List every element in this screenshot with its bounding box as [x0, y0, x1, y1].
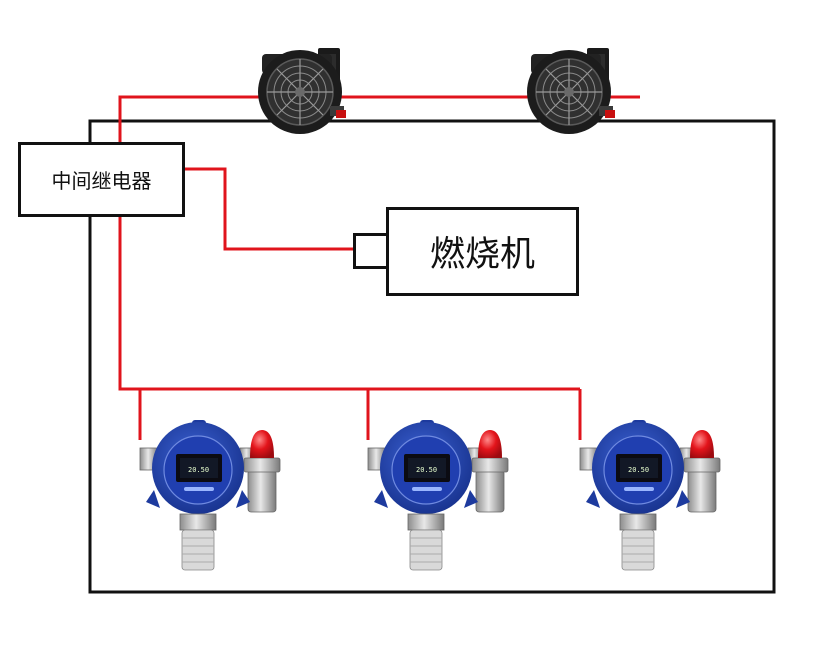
relay-box: 中间继电器 — [18, 142, 185, 217]
detector-1-reading: 20.50 — [188, 466, 209, 474]
gas-detector-icon — [579, 419, 721, 571]
burner-connector — [353, 233, 389, 269]
gas-detector-2: 20.50 — [367, 419, 509, 571]
room-frame — [88, 119, 776, 594]
burner-label: 燃烧机 — [429, 235, 535, 275]
detector-3-reading: 20.50 — [628, 466, 649, 474]
gas-detector-1: 20.50 — [139, 419, 281, 571]
relay-label: 中间继电器 — [51, 169, 152, 193]
gas-detector-icon — [139, 419, 281, 571]
gas-detector-icon — [367, 419, 509, 571]
wire-burner — [185, 167, 353, 251]
detector-2-reading: 20.50 — [416, 466, 437, 474]
gas-detector-3: 20.50 — [579, 419, 721, 571]
wire-fan — [118, 95, 640, 142]
burner-box: 燃烧机 — [386, 207, 579, 296]
wire-detectors — [118, 217, 580, 391]
wires — [118, 95, 640, 440]
